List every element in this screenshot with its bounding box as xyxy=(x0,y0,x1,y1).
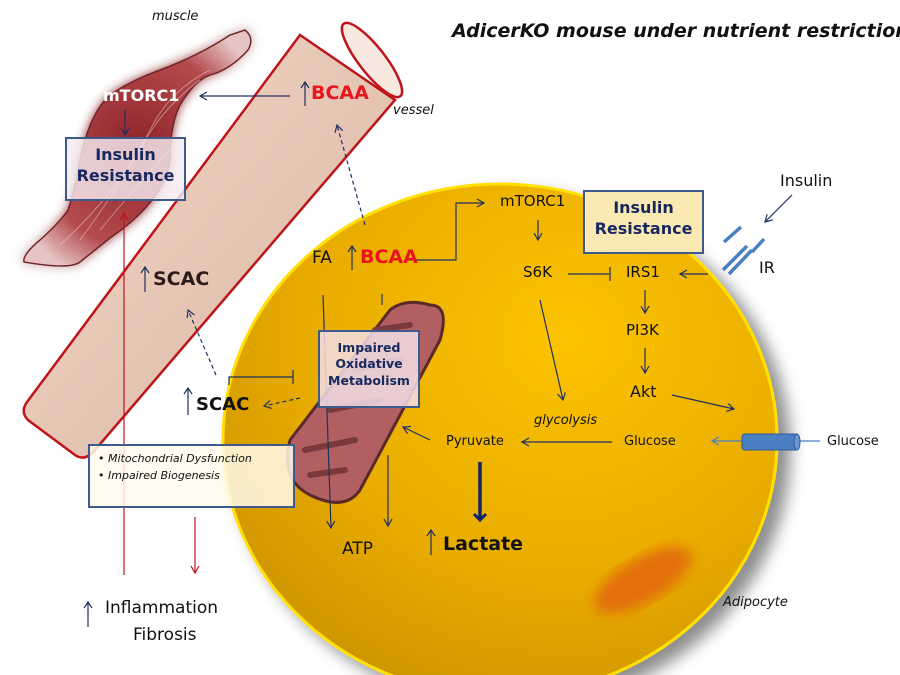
box-line: Metabolism xyxy=(328,372,410,388)
list-item: Mitochondrial Dysfunction xyxy=(98,450,285,467)
atp-label: ATP xyxy=(342,539,373,559)
cell-mtorc1: mTORC1 xyxy=(500,192,566,210)
arrow-akt-to-transporter xyxy=(671,394,736,412)
arrow-s6k-to-glycolysis xyxy=(539,299,566,402)
vessel-label: vessel xyxy=(393,103,434,118)
inhibit-scac-to-mito xyxy=(228,370,294,385)
cell-bcaa: BCAA xyxy=(360,246,418,268)
fa-label: FA xyxy=(312,248,332,268)
inflammation-label: Inflammation xyxy=(105,598,219,618)
box-line: Resistance xyxy=(76,165,175,185)
insulin-receptor-icon xyxy=(721,225,766,276)
glycolysis-label: glycolysis xyxy=(534,413,598,428)
fibrosis-label: Fibrosis xyxy=(133,625,197,645)
box-line: Resistance xyxy=(594,218,693,238)
lactate-label: Lactate xyxy=(443,533,524,555)
irs1-label: IRS1 xyxy=(626,263,660,281)
box-line: Oxidative xyxy=(335,356,403,372)
s6k-label: S6K xyxy=(523,263,552,281)
inhibit-s6k-irs1 xyxy=(568,267,611,281)
list-item: Impaired Biogenesis xyxy=(98,467,285,484)
arrow-insulin-to-ir xyxy=(764,194,793,223)
adipocyte-label: Adipocyte xyxy=(723,595,788,610)
box-line: Impaired xyxy=(337,340,401,355)
cell-insulin-resistance-box: Insulin Resistance xyxy=(583,190,704,254)
muscle-label: muscle xyxy=(152,9,199,24)
ir-label: IR xyxy=(759,258,775,277)
glucose-transporter-icon xyxy=(741,433,801,451)
up-arrows xyxy=(83,80,436,627)
scac-out-label: SCAC xyxy=(196,394,250,415)
impaired-oxidative-metabolism-box: Impaired Oxidative Metabolism xyxy=(318,330,420,408)
muscle-mtorc1: mTORC1 xyxy=(103,86,180,105)
arrow-scac-export xyxy=(186,308,217,376)
box-line: Insulin xyxy=(95,145,156,164)
arrow-bcaa-export xyxy=(334,123,366,226)
vessel-scac: SCAC xyxy=(153,268,210,290)
mitochondrial-issues-box: Mitochondrial Dysfunction Impaired Bioge… xyxy=(88,444,295,508)
pyruvate-label: Pyruvate xyxy=(446,434,504,449)
glucose-inside-label: Glucose xyxy=(624,434,676,449)
vessel-bcaa: BCAA xyxy=(311,82,369,104)
arrow-mito-to-scac xyxy=(262,397,301,409)
glucose-outside-label: Glucose xyxy=(827,434,879,449)
arrow-bcaa-to-mtorc1 xyxy=(409,198,486,261)
akt-label: Akt xyxy=(630,382,657,401)
arrow-pyruvate-to-mito xyxy=(401,425,431,441)
insulin-label: Insulin xyxy=(780,171,833,190)
pi3k-label: PI3K xyxy=(626,321,659,339)
diagram-title: AdicerKO mouse under nutrient restrictio… xyxy=(452,20,900,42)
box-line: Insulin xyxy=(613,198,674,217)
lipid-droplet xyxy=(594,546,692,614)
muscle-insulin-resistance-box: Insulin Resistance xyxy=(65,137,186,201)
